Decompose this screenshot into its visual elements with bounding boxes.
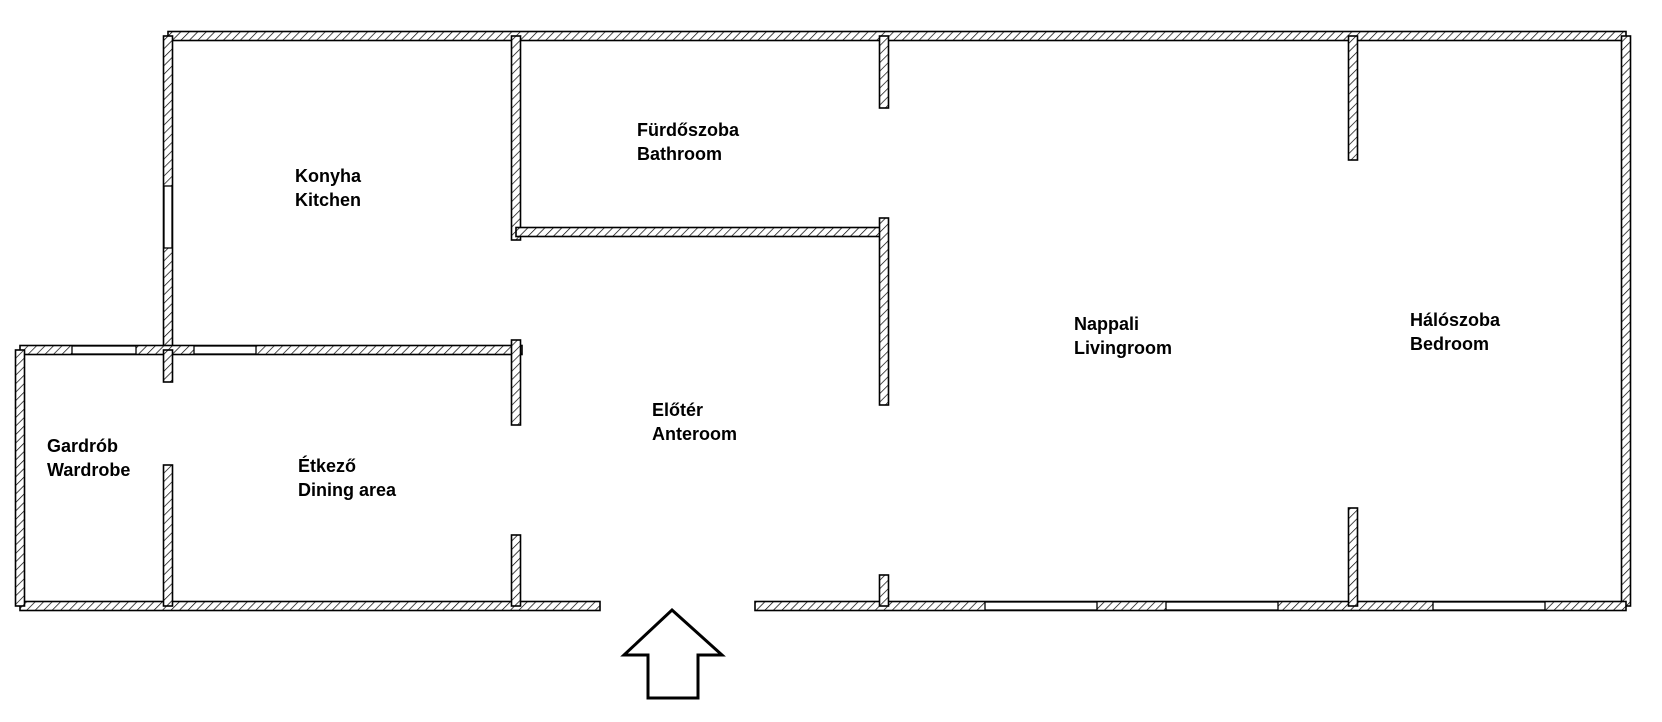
window xyxy=(193,345,257,355)
room-label-bedroom: Hálószoba Bedroom xyxy=(1410,310,1501,354)
room-label-living: Nappali Livingroom xyxy=(1074,314,1172,358)
wall-segment xyxy=(1347,35,1359,161)
entrance-arrow-icon xyxy=(620,607,726,700)
room-name-hu: Étkező xyxy=(298,455,356,476)
room-name-en: Kitchen xyxy=(295,190,361,210)
room-name-en: Livingroom xyxy=(1074,338,1172,358)
wall-segment xyxy=(878,217,890,406)
window xyxy=(163,185,173,249)
room-label-anteroom: Előtér Anteroom xyxy=(652,400,737,444)
windows xyxy=(71,185,1546,611)
room-label-dining: Étkező Dining area xyxy=(298,455,397,500)
wall-segment xyxy=(1620,35,1632,607)
wall-segment xyxy=(510,534,522,607)
room-label-kitchen: Konyha Kitchen xyxy=(295,166,362,210)
window xyxy=(1165,601,1279,611)
room-name-en: Bathroom xyxy=(637,144,722,164)
room-label-wardrobe: Gardrób Wardrobe xyxy=(47,436,130,480)
window xyxy=(71,345,137,355)
room-name-hu: Hálószoba xyxy=(1410,310,1501,330)
room-name-hu: Nappali xyxy=(1074,314,1139,334)
wall-segment xyxy=(878,574,890,607)
room-name-hu: Gardrób xyxy=(47,436,118,456)
wall-segment xyxy=(14,349,26,607)
wall-segment xyxy=(510,339,522,426)
room-name-en: Bedroom xyxy=(1410,334,1489,354)
room-name-en: Dining area xyxy=(298,480,397,500)
room-name-en: Wardrobe xyxy=(47,460,130,480)
wall-segment xyxy=(162,464,174,607)
walls xyxy=(14,30,1632,612)
wall-segment xyxy=(510,35,522,241)
room-name-en: Anteroom xyxy=(652,424,737,444)
wall-segment xyxy=(878,35,890,109)
wall-segment xyxy=(162,349,174,383)
room-label-bathroom: Fürdőszoba Bathroom xyxy=(637,120,740,164)
room-name-hu: Előtér xyxy=(652,400,703,420)
wall-segment xyxy=(515,226,885,238)
room-name-hu: Fürdőszoba xyxy=(637,120,740,140)
room-name-hu: Konyha xyxy=(295,166,362,186)
wall-segment xyxy=(167,30,1627,42)
window xyxy=(1432,601,1546,611)
wall-segment xyxy=(1347,507,1359,607)
window xyxy=(984,601,1098,611)
